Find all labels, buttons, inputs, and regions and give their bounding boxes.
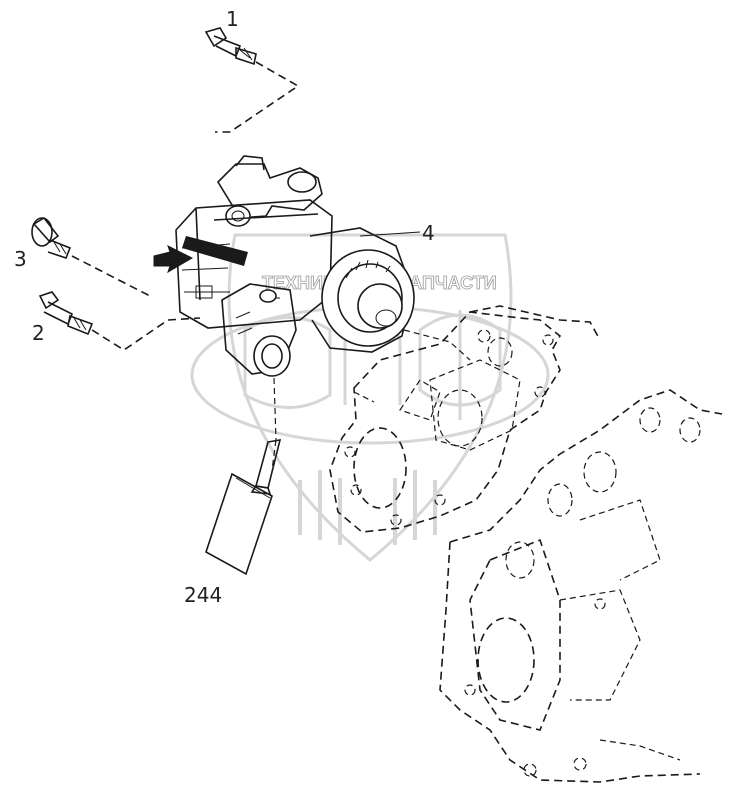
pump-assembly (153, 155, 471, 441)
watermark-text-right: ЗАПЧАСТИ (398, 273, 497, 293)
part-2-screw (38, 291, 201, 351)
part-3-cap-nut (31, 216, 151, 297)
part-244-sealant-tube (205, 439, 282, 576)
callout-2: 2 (32, 321, 45, 345)
part-1-fitting (204, 27, 300, 133)
callout-4: 4 (422, 221, 435, 245)
callout-3: 3 (14, 247, 27, 271)
callout-244: 244 (184, 583, 222, 607)
callout-1: 1 (226, 7, 239, 31)
engine-block-outline (439, 389, 723, 783)
gear-housing-outline (329, 305, 601, 533)
